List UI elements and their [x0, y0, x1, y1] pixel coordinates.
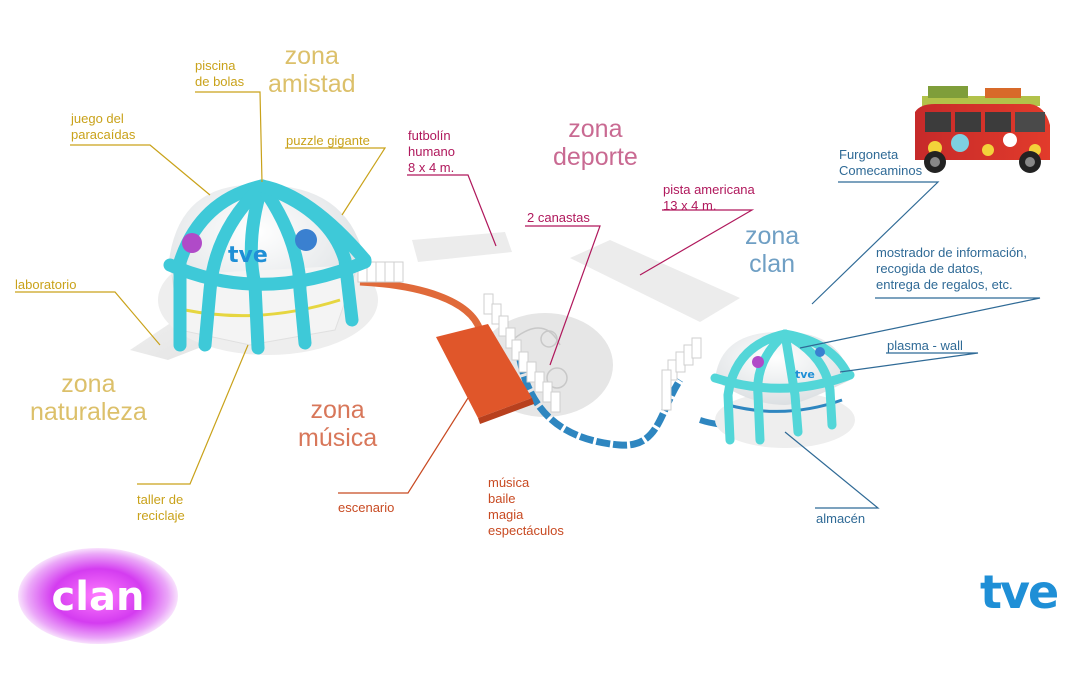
- clan-logo-text: clan: [51, 574, 145, 620]
- label-pista: pista americana 13 x 4 m.: [663, 182, 755, 213]
- small-dome: tve: [710, 329, 855, 448]
- label-laboratorio: laboratorio: [15, 277, 77, 292]
- orange-path: [359, 278, 484, 332]
- zona-clan-title: zona clan: [745, 222, 800, 278]
- clan-logo: clan: [18, 548, 178, 644]
- label-juego: juego del paracaídas: [71, 111, 136, 142]
- zona-deporte-title: zona deporte: [553, 115, 638, 171]
- label-escenario: escenario: [338, 500, 395, 515]
- zona-naturaleza-title: zona naturaleza: [30, 370, 147, 426]
- svg-text:tve: tve: [795, 368, 815, 381]
- label-piscina: piscina de bolas: [195, 58, 245, 89]
- clan-logo-glow: [18, 548, 178, 644]
- label-futbolin: futbolín humano 8 x 4 m.: [408, 128, 455, 175]
- blue-path: [516, 359, 683, 449]
- label-plasma: plasma - wall: [887, 338, 963, 353]
- dome-tve-logo: tve: [228, 243, 268, 268]
- label-taller: taller de reciclaje: [137, 492, 185, 523]
- zona-musica-title: zona música: [298, 396, 378, 452]
- tve-logo: tve: [980, 565, 1059, 619]
- label-canastas: 2 canastas: [527, 210, 590, 225]
- big-dome: tve: [163, 179, 372, 355]
- panel-wall: [357, 261, 702, 413]
- leader-lines: [15, 91, 1041, 509]
- label-puzzle: puzzle gigante: [286, 133, 370, 148]
- label-mostrador: mostrador de información, recogida de da…: [876, 245, 1028, 292]
- label-furgoneta: Furgoneta Comecaminos: [839, 147, 923, 178]
- label-almacen: almacén: [816, 511, 866, 526]
- zona-amistad-title: zona amistad: [268, 42, 356, 98]
- furgoneta-van: [915, 86, 1050, 173]
- escenario-stage: [436, 324, 534, 424]
- pista-floor: [570, 240, 740, 322]
- futbolin-floor: [412, 232, 512, 262]
- label-actividades: música baile magia espectáculos: [488, 475, 564, 538]
